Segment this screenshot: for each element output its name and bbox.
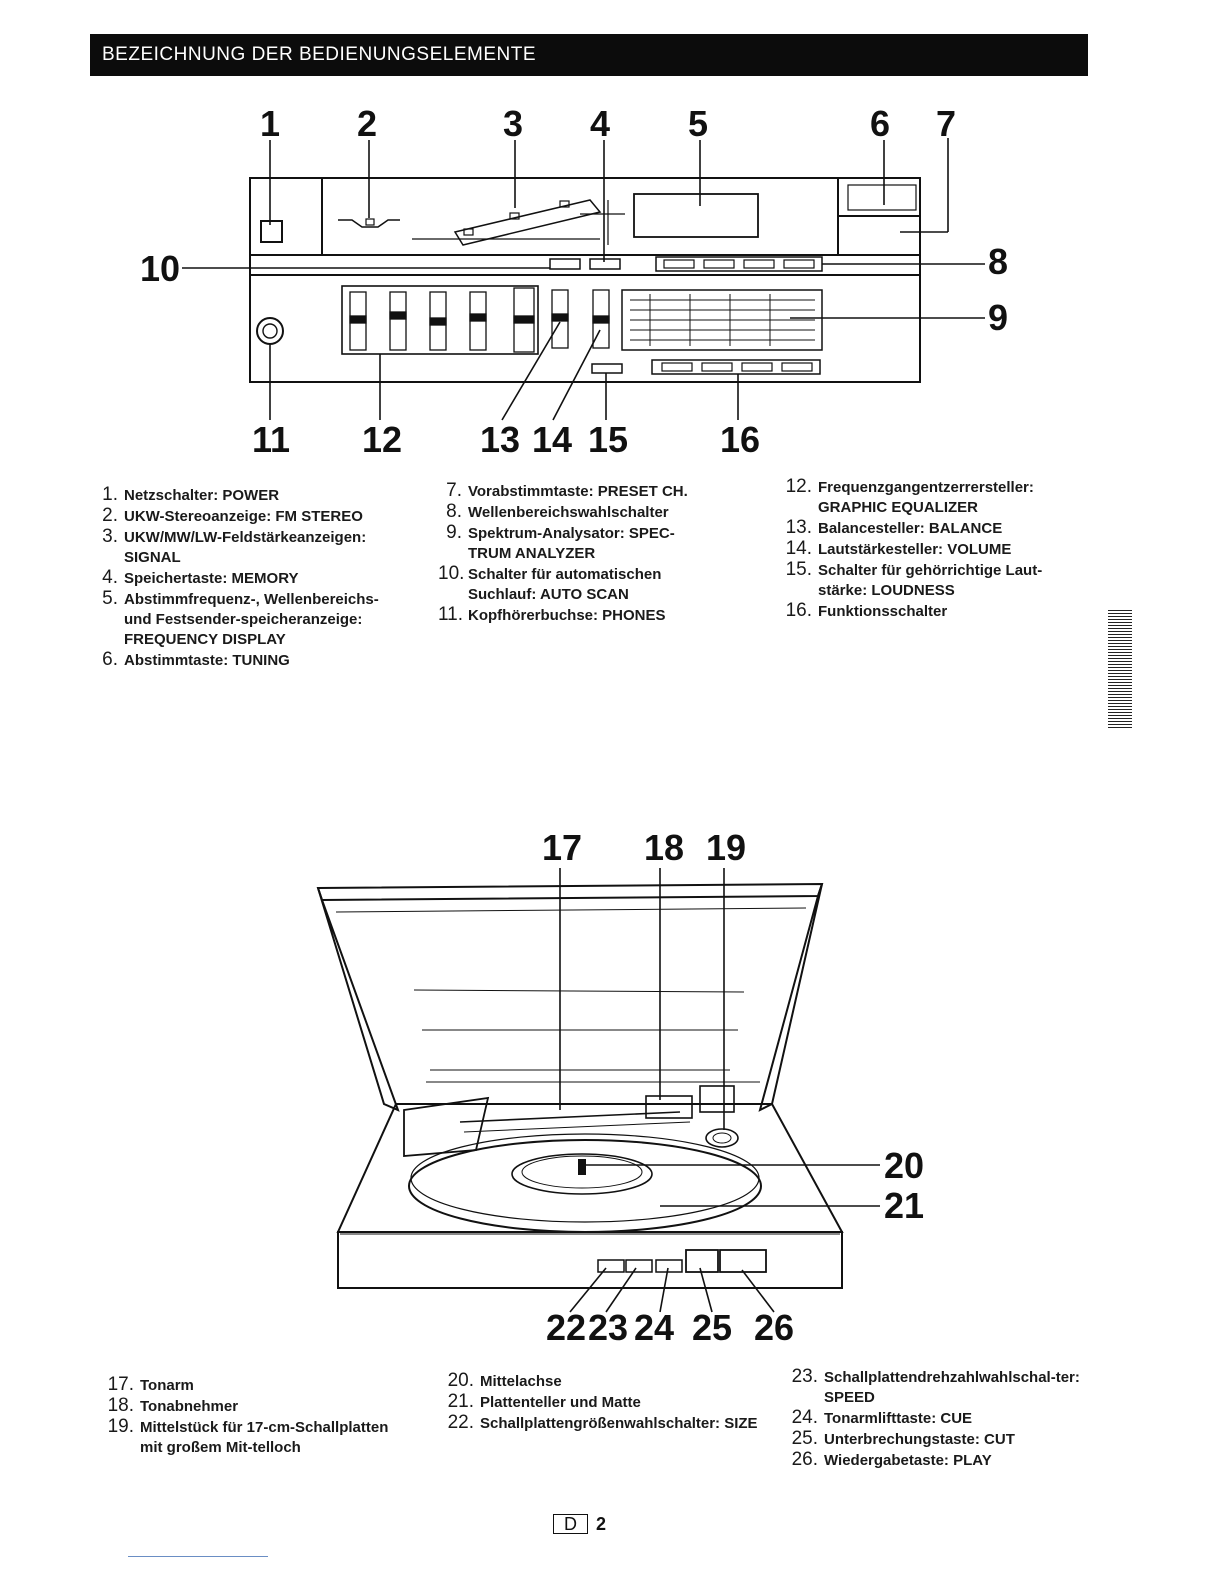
callout-7: 7 — [936, 103, 956, 144]
legend-item: 10Schalter für automatischen Suchlauf: A… — [438, 564, 728, 605]
legend-item: 11Kopfhörerbuchse: PHONES — [438, 605, 738, 626]
callout-20: 20 — [884, 1145, 924, 1186]
legend-item: 7Vorabstimmtaste: PRESET CH. — [438, 481, 738, 502]
legend-item: 19Mittelstück für 17-cm-Schallplatten mi… — [102, 1417, 390, 1458]
power-button-shape — [260, 220, 283, 243]
callout-18: 18 — [644, 827, 684, 868]
legend-item: 20Mittelachse — [440, 1371, 770, 1392]
callout-1: 1 — [260, 103, 280, 144]
callout-23: 23 — [588, 1307, 628, 1348]
legend-top-column-3: 12Frequenzgangentzerrersteller: GRAPHIC … — [780, 477, 1080, 623]
frequency-display-shape — [633, 193, 759, 238]
callout-6: 6 — [870, 103, 890, 144]
callout-13: 13 — [480, 419, 520, 460]
legend-item: 15Schalter für gehörrichtige Laut-stärke… — [780, 560, 1068, 601]
callout-16: 16 — [720, 419, 760, 460]
legend-bottom-column-2: 20Mittelachse 21Plattenteller und Matte … — [440, 1371, 770, 1435]
section-title: BEZEICHNUNG DER BEDIENUNGSELEMENTE — [102, 44, 537, 65]
callout-4: 4 — [590, 103, 610, 144]
section-header-bar: BEZEICHNUNG DER BEDIENUNGSELEMENTE — [90, 34, 1088, 76]
callout-25: 25 — [692, 1307, 732, 1348]
legend-item: 24Tonarmlifttaste: CUE — [784, 1408, 1084, 1429]
legend-item: 26Wiedergabetaste: PLAY — [784, 1450, 1084, 1471]
legend-item: 16Funktionsschalter — [780, 601, 1080, 622]
legend-item: 2UKW-Stereoanzeige: FM STEREO — [94, 506, 414, 527]
callout-8: 8 — [988, 241, 1008, 282]
page-number-value: 2 — [596, 1514, 607, 1534]
legend-item: 12Frequenzgangentzerrersteller: GRAPHIC … — [780, 477, 1080, 518]
callout-2: 2 — [357, 103, 377, 144]
legend-item: 6Abstimmtaste: TUNING — [94, 650, 414, 671]
legend-item: 17Tonarm — [102, 1375, 392, 1396]
callout-3: 3 — [503, 103, 523, 144]
legend-item: 13Balancesteller: BALANCE — [780, 518, 1080, 539]
callout-22: 22 — [546, 1307, 586, 1348]
platter-shape — [408, 1139, 762, 1233]
legend-bottom-column-1: 17Tonarm 18Tonabnehmer 19Mittelstück für… — [102, 1375, 392, 1459]
callout-10: 10 — [140, 248, 180, 289]
legend-item: 5Abstimmfrequenz-, Wellenbereichs- und F… — [94, 589, 394, 650]
legend-top-column-1: 1Netzschalter: POWER 2UKW-Stereoanzeige:… — [94, 485, 414, 672]
legend-item: 25Unterbrechungstaste: CUT — [784, 1429, 1084, 1450]
callout-26: 26 — [754, 1307, 794, 1348]
spectrum-analyzer-panel — [621, 289, 823, 351]
legend-bottom-column-3: 23Schallplattendrehzahlwahlschal-ter: SP… — [784, 1367, 1084, 1472]
plinth-top — [336, 1103, 844, 1233]
legend-item: 1Netzschalter: POWER — [94, 485, 414, 506]
margin-marks — [1108, 610, 1132, 734]
callout-15: 15 — [588, 419, 628, 460]
callout-9: 9 — [988, 297, 1008, 338]
legend-item: 14Lautstärkesteller: VOLUME — [780, 539, 1080, 560]
receiver-body — [249, 177, 921, 383]
legend-item: 8Wellenbereichswahlschalter — [438, 502, 738, 523]
receiver-front-panel-diagram: 1 2 3 4 5 6 7 8 9 10 11 12 13 14 15 16 — [140, 103, 1008, 460]
callout-24: 24 — [634, 1307, 674, 1348]
legend-top-column-2: 7Vorabstimmtaste: PRESET CH. 8Wellenbere… — [438, 481, 738, 627]
legend-item: 3UKW/MW/LW-Feldstärkeanzeigen: SIGNAL — [94, 527, 414, 568]
callout-21: 21 — [884, 1185, 924, 1226]
callout-11: 11 — [252, 419, 290, 460]
legend-item: 23Schallplattendrehzahlwahlschal-ter: SP… — [784, 1367, 1084, 1408]
page-language-letter: D — [553, 1514, 588, 1534]
footer-line — [128, 1556, 268, 1557]
legend-item: 4Speichertaste: MEMORY — [94, 568, 414, 589]
legend-item: 21Plattenteller und Matte — [440, 1392, 770, 1413]
callout-17: 17 — [542, 827, 582, 868]
callout-19: 19 — [706, 827, 746, 868]
legend-item: 9Spektrum-Analysator: SPEC-TRUM ANALYZER — [438, 523, 708, 564]
callout-14: 14 — [532, 419, 572, 460]
callout-12: 12 — [362, 419, 402, 460]
turntable-diagram: 17 18 19 20 21 22 23 24 25 26 — [316, 827, 924, 1348]
callout-5: 5 — [688, 103, 708, 144]
legend-item: 22Schallplattengrößenwahlschalter: SIZE — [440, 1413, 760, 1434]
legend-item: 18Tonabnehmer — [102, 1396, 392, 1417]
equalizer-panel — [341, 285, 539, 355]
